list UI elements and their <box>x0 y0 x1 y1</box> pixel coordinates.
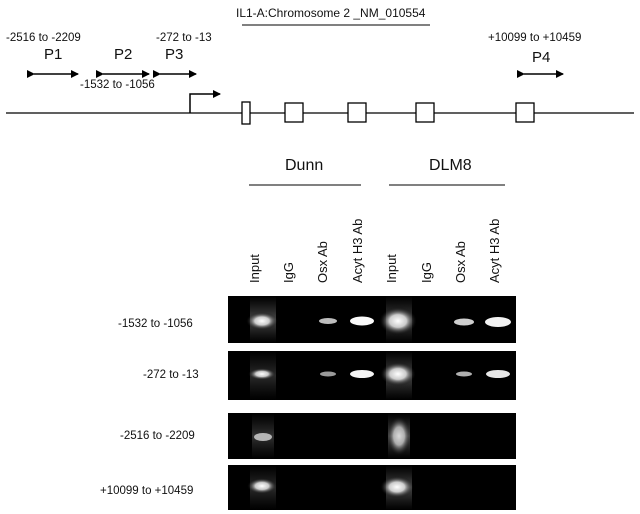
tss-arrow <box>189 90 221 113</box>
primer-p2-range: -1532 to -1056 <box>80 79 155 91</box>
exon-2 <box>284 102 304 123</box>
primer-p1-range: -2516 to -2209 <box>6 32 81 44</box>
exon-5 <box>515 102 535 123</box>
primer-p4-range: +10099 to +10459 <box>488 32 582 44</box>
gel-panel-3 <box>228 413 516 459</box>
exon-1 <box>241 101 251 125</box>
cell-line-dlm8: DLM8 <box>429 157 472 174</box>
gel-panel-4 <box>228 465 516 510</box>
gel-panel-2 <box>228 351 516 400</box>
primer-p3-range: -272 to -13 <box>156 32 212 44</box>
primer-p4-name: P4 <box>532 49 551 66</box>
cell-line-dunn: Dunn <box>285 157 324 174</box>
primer-p2-name: P2 <box>114 46 133 63</box>
gel-row-label-3: -2516 to -2209 <box>120 430 195 442</box>
gel-row-label-4: +10099 to +10459 <box>100 485 194 497</box>
gel-row-label-1: -1532 to -1056 <box>118 318 193 330</box>
gene-title: IL1-A:Chromosome 2 _NM_010554 <box>236 6 426 20</box>
exon-4 <box>415 102 435 123</box>
primer-p3-name: P3 <box>165 46 184 63</box>
gel-row-label-2: -272 to -13 <box>143 369 199 381</box>
gel-panel-1 <box>228 296 516 343</box>
primer-p1-name: P1 <box>44 46 63 63</box>
exon-3 <box>347 102 367 123</box>
